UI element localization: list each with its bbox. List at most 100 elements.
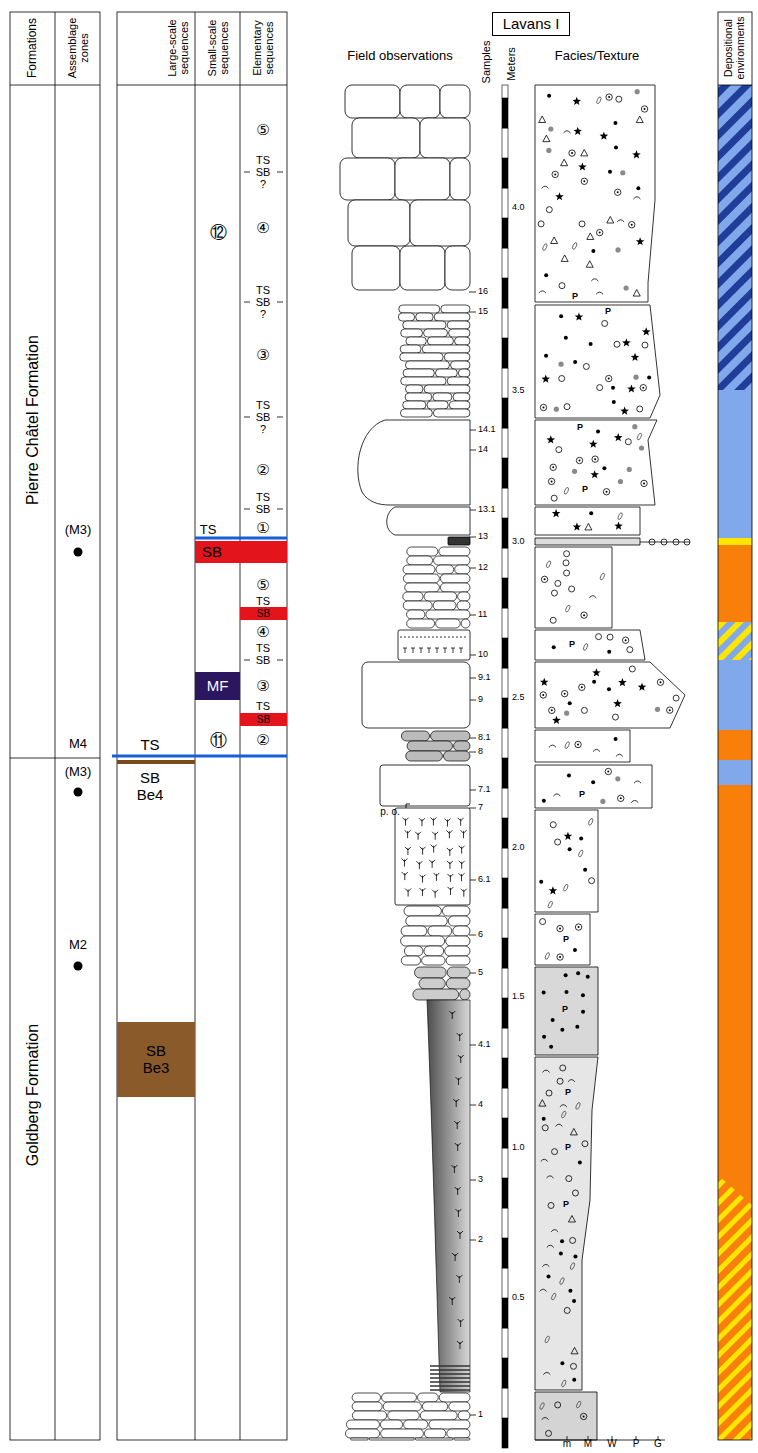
formation-boundary <box>10 758 100 759</box>
laminae <box>430 1381 470 1383</box>
grain-symbol <box>548 126 553 131</box>
grain-symbol <box>555 839 561 845</box>
title-box: Lavans I <box>492 12 570 36</box>
column-header: Formations <box>26 18 39 78</box>
sequence-label: SB <box>256 411 271 423</box>
sequence-label: Be4 <box>137 787 164 804</box>
label-holder: P <box>563 935 569 945</box>
nodular-bed <box>461 619 470 628</box>
label-holder: 12 <box>478 563 488 573</box>
rule-line <box>117 85 287 86</box>
meter-segment <box>502 1058 508 1088</box>
grain-symbol <box>570 1237 576 1243</box>
grain-symbol <box>616 754 623 756</box>
nodular-bed <box>446 936 470 946</box>
label-holder: Facies/Texture <box>555 49 640 63</box>
sample-number: 3 <box>478 1175 483 1185</box>
grain-symbol <box>543 1372 550 1374</box>
meter-segment <box>502 668 508 698</box>
sample-number: 10 <box>478 650 488 660</box>
label-holder: 11 <box>478 610 487 620</box>
grain-symbol <box>642 387 644 389</box>
column-header: Assemblage zones <box>66 14 90 82</box>
label-holder: ? <box>260 178 266 190</box>
texture-axis-label: G <box>654 1438 662 1449</box>
grain-symbol <box>550 617 556 623</box>
environment-band <box>718 730 752 760</box>
grain-symbol <box>539 291 546 293</box>
nodular-bed <box>436 619 461 628</box>
grain-symbol <box>555 1402 561 1408</box>
meter-segment <box>502 398 508 428</box>
box-text: SB Be3 <box>140 1043 172 1076</box>
sample-tick <box>469 935 476 936</box>
column-header: Small-scale sequences <box>206 13 230 83</box>
boundary-dash <box>277 172 283 173</box>
label-holder: (M3) <box>65 523 92 537</box>
boundary-dash <box>244 302 250 303</box>
sequence-label: ⑫ <box>210 223 227 242</box>
sequence-frame <box>117 12 287 1440</box>
sequence-label: TS <box>256 595 270 607</box>
nodular-bed <box>447 377 470 385</box>
root-trace <box>447 874 453 882</box>
grain-symbol <box>578 162 587 170</box>
label-holder: Small-scale sequences <box>206 13 230 83</box>
label-holder: Samples <box>480 41 492 84</box>
grain-symbol <box>625 639 627 641</box>
sequence-boundary-band: SB <box>195 541 287 563</box>
sequence-label: SB <box>256 166 271 178</box>
nodular-bed <box>405 385 423 393</box>
grain-symbol <box>627 647 633 653</box>
label-holder: TS <box>256 700 270 712</box>
grain-symbol <box>551 709 553 711</box>
grain-symbol <box>572 1299 576 1303</box>
label-holder: TS <box>200 523 217 537</box>
grain-symbol <box>568 847 572 851</box>
grain-symbol <box>570 1128 577 1135</box>
sequence-label: ? <box>260 423 266 435</box>
nodular-bed <box>401 377 446 385</box>
label-holder: ② <box>256 462 269 479</box>
grain-symbol <box>571 1347 578 1354</box>
grain-symbol <box>551 237 558 244</box>
grain-symbol <box>593 749 600 751</box>
grain-symbol <box>547 1245 554 1247</box>
desiccation-mark <box>403 648 407 653</box>
grain-symbol <box>556 447 562 453</box>
nodular-bed <box>455 337 470 345</box>
grain-symbol <box>596 229 602 235</box>
label-holder: ⑪ <box>210 731 227 750</box>
label-holder: SB <box>256 411 271 423</box>
grain-symbol <box>577 743 579 745</box>
grain-symbol <box>572 242 578 250</box>
label-holder: P <box>562 1005 568 1015</box>
formation-frame <box>10 12 100 1440</box>
facies-unit <box>535 967 598 1055</box>
grain-symbol <box>583 1415 585 1417</box>
grain-symbol <box>579 460 581 462</box>
grain-symbol <box>557 954 563 960</box>
box-text: Lavans I <box>503 16 560 33</box>
sample-number: 13.1 <box>478 505 496 515</box>
boundary-dash <box>244 660 250 661</box>
grain-symbol <box>638 683 647 691</box>
grain-symbol <box>636 186 640 190</box>
assemblage-dot <box>74 962 83 971</box>
label-holder: 6.1 <box>478 875 491 885</box>
grain-symbol <box>605 768 611 774</box>
grain-symbol <box>618 795 624 801</box>
limestone-block <box>345 85 400 118</box>
grain-symbol <box>585 523 592 530</box>
root-trace <box>419 888 425 896</box>
grain-symbol <box>589 511 593 515</box>
grain-symbol <box>572 97 581 105</box>
grain-symbol <box>613 121 617 125</box>
limestone-lens <box>358 420 470 505</box>
label-holder: M <box>584 1438 592 1449</box>
nodular-bed <box>345 1429 379 1438</box>
grain-symbol <box>572 1378 576 1382</box>
grain-symbol <box>581 686 583 688</box>
grain-symbol <box>614 341 620 347</box>
